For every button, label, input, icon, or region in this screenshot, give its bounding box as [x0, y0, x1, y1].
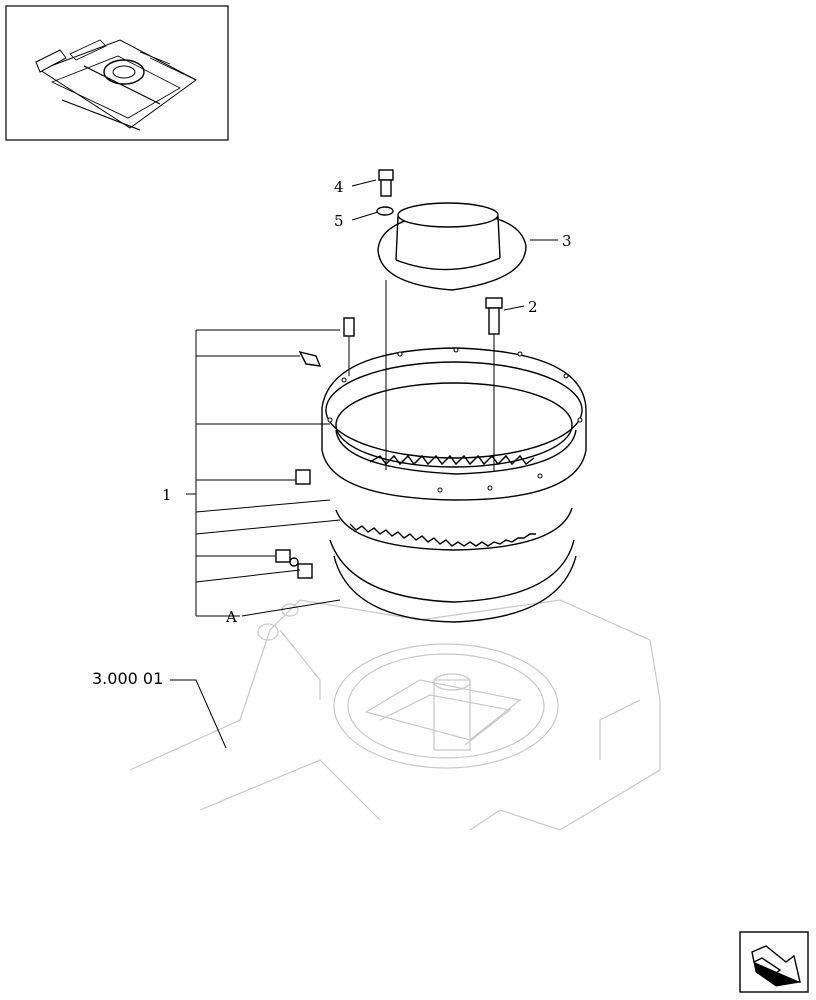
part-grease-nipple[interactable] — [298, 350, 322, 367]
callout-1-bracket — [186, 329, 341, 617]
part-2-bolt[interactable] — [485, 297, 503, 335]
callout-A: A — [225, 608, 237, 626]
callout-5: 5 — [334, 212, 344, 230]
part-3-cover-flange[interactable] — [377, 202, 527, 291]
thumbnail-excavator-icon[interactable] — [5, 5, 229, 141]
callout-2: 2 — [528, 298, 538, 316]
callout-3: 3 — [562, 232, 572, 250]
callout-1: 1 — [162, 486, 172, 504]
reference-label: 3.000 01 — [92, 669, 163, 688]
part-plug[interactable] — [295, 469, 311, 485]
part-5-washer[interactable] — [376, 206, 394, 216]
part-plugs-pair[interactable] — [275, 549, 313, 579]
next-page-arrow-icon[interactable] — [739, 931, 809, 993]
part-pin[interactable] — [343, 317, 355, 337]
part-4-bolt[interactable] — [378, 169, 394, 197]
callout-4: 4 — [334, 178, 344, 196]
chassis-outline — [129, 599, 661, 831]
part-1-bearing-ring[interactable] — [321, 347, 587, 623]
